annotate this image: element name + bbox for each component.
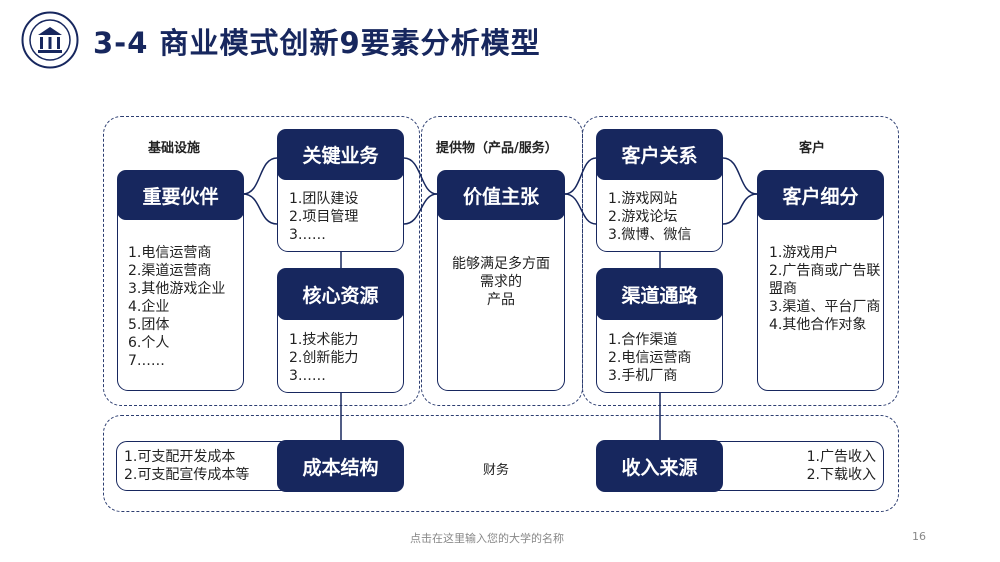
list-item: 2.游戏论坛 (608, 209, 678, 225)
list-item: 3.渠道、平台厂商 (769, 299, 881, 315)
costs-title: 成本结构 (277, 440, 404, 492)
list-item: 2.项目管理 (289, 209, 359, 225)
section-offering-label: 提供物（产品/服务） (436, 141, 558, 156)
activities-list: 1.团队建设 2.项目管理 3…… (289, 190, 358, 244)
infrastructure-group (103, 116, 420, 406)
list-item: 5.团体 (128, 317, 170, 333)
list-item: 3…… (289, 368, 326, 384)
resources-list: 1.技术能力 2.创新能力 3…… (289, 331, 358, 385)
list-item: 1.广告收入 (806, 449, 876, 465)
value-title: 价值主张 (437, 170, 565, 220)
list-item: 1.电信运营商 (128, 245, 212, 261)
footer-university[interactable]: 点击在这里输入您的大学的名称 (410, 532, 564, 545)
section-customer-label: 客户 (799, 141, 826, 156)
list-item: 4.企业 (128, 299, 170, 315)
resources-title: 核心资源 (277, 268, 404, 320)
segments-title: 客户细分 (757, 170, 884, 220)
relationships-title: 客户关系 (596, 129, 723, 180)
list-item: 4.其他合作对象 (769, 317, 867, 333)
section-finance-label: 财务 (483, 463, 510, 478)
page-number: 16 (912, 530, 926, 543)
segments-list: 1.游戏用户 2.广告商或广告联盟商 3.渠道、平台厂商 4.其他合作对象 (769, 244, 881, 334)
activities-title: 关键业务 (277, 129, 404, 180)
value-line: 需求的 (480, 274, 522, 290)
list-item: 6.个人 (128, 335, 170, 351)
partners-list: 1.电信运营商 2.渠道运营商 3.其他游戏企业 4.企业 5.团体 6.个人 … (128, 244, 225, 370)
list-item: 3…… (289, 227, 326, 243)
list-item: 2.广告商或广告联盟商 (769, 263, 881, 297)
revenue-title: 收入来源 (596, 440, 723, 492)
channels-title: 渠道通路 (596, 268, 723, 320)
list-item: 1.技术能力 (289, 332, 359, 348)
list-item: 1.可支配开发成本 (124, 449, 236, 465)
list-item: 2.下载收入 (806, 467, 876, 483)
revenue-block (706, 441, 884, 491)
list-item: 1.游戏网站 (608, 191, 678, 207)
value-description: 能够满足多方面 需求的 产品 (437, 255, 565, 309)
list-item: 2.电信运营商 (608, 350, 692, 366)
list-item: 1.合作渠道 (608, 332, 678, 348)
university-logo (21, 11, 79, 69)
customer-group (582, 116, 899, 406)
list-item: 2.可支配宣传成本等 (124, 467, 250, 483)
value-block (437, 195, 565, 391)
finance-group (103, 415, 899, 512)
list-item: 3.手机厂商 (608, 368, 678, 384)
channels-list: 1.合作渠道 2.电信运营商 3.手机厂商 (608, 331, 691, 385)
list-item: 1.团队建设 (289, 191, 359, 207)
value-line: 能够满足多方面 (452, 256, 550, 272)
page-title: 3-4 商业模式创新9要素分析模型 (93, 26, 541, 60)
list-item: 1.游戏用户 (769, 245, 839, 261)
costs-block (116, 441, 292, 491)
partners-block (117, 195, 244, 391)
list-item: 3.微博、微信 (608, 227, 692, 243)
section-infrastructure-label: 基础设施 (148, 141, 201, 156)
segments-block (757, 195, 884, 391)
value-line: 产品 (487, 292, 515, 308)
list-item: 2.创新能力 (289, 350, 359, 366)
list-item: 2.渠道运营商 (128, 263, 212, 279)
list-item: 3.其他游戏企业 (128, 281, 226, 297)
costs-list: 1.可支配开发成本 2.可支配宣传成本等 (124, 448, 249, 484)
relationships-list: 1.游戏网站 2.游戏论坛 3.微博、微信 (608, 190, 691, 244)
partners-title: 重要伙伴 (117, 170, 244, 220)
revenue-list: 1.广告收入 2.下载收入 (784, 448, 876, 484)
list-item: 7…… (128, 353, 165, 369)
